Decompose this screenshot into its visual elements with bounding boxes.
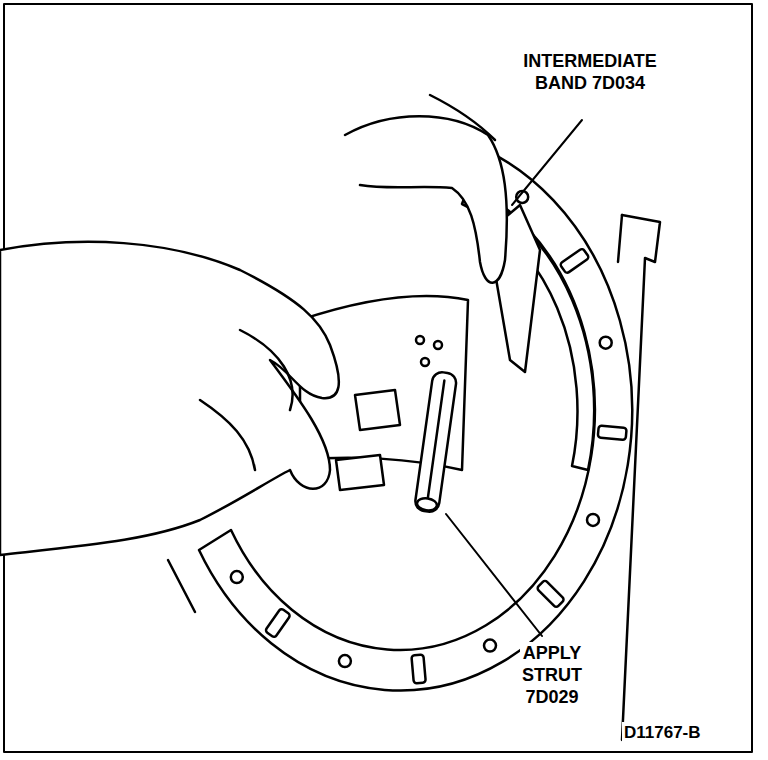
case-hole [560,248,590,274]
thumbnail [355,390,400,430]
hand [0,242,339,555]
leader-line [446,514,542,636]
figure-code: D11767-B [622,722,703,744]
case-hole [339,655,351,667]
case-hole [265,608,291,638]
case-hole [600,337,612,349]
case-hole [484,640,496,652]
apply-strut [414,371,457,513]
hand [345,116,507,283]
case-hole [587,514,599,526]
leader-line [512,120,582,205]
case-hole [598,426,627,440]
thumbnail [336,455,384,490]
case-hole [411,655,425,684]
case-edge [622,215,660,740]
case-hole [231,571,243,583]
part-label: APPLY STRUT 7D029 [520,642,584,708]
part-label: INTERMEDIATE BAND 7D034 [521,50,659,94]
case-hole [536,580,564,608]
